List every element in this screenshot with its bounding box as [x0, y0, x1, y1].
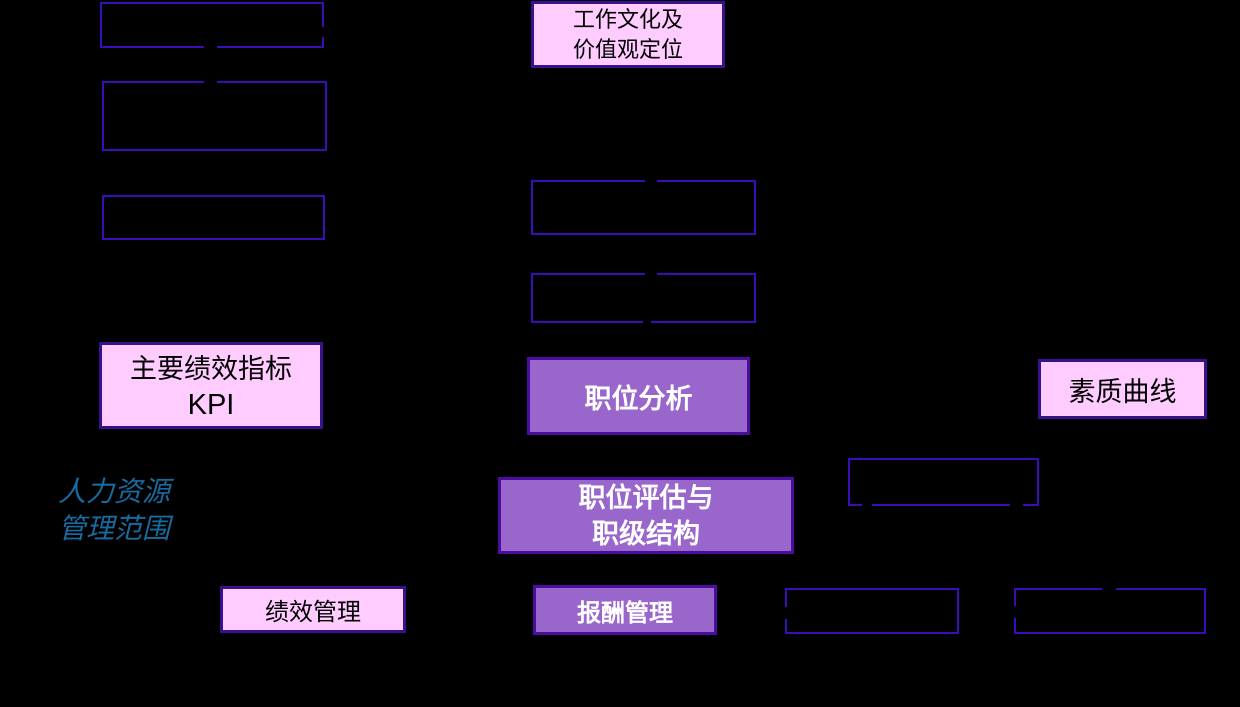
border-gap: [1102, 587, 1116, 592]
work-culture-line2: 价值观定位: [572, 36, 683, 62]
kpi-line2: KPI: [187, 388, 235, 421]
empty-box-right: [848, 458, 1039, 507]
hr-scope-line2: 管理范围: [58, 514, 171, 545]
empty-box-lower-left: [102, 195, 325, 240]
border-gap: [862, 502, 872, 507]
hr-scope-label: 人力资源 管理范围: [58, 474, 170, 548]
job-analysis-label: 职位分析: [584, 383, 693, 414]
work-culture-line1: 工作文化及: [572, 6, 683, 32]
border-gap: [645, 272, 657, 277]
border-gap: [643, 319, 651, 324]
work-culture-box: 工作文化及 价值观定位: [531, 1, 725, 68]
quality-curve-label: 素质曲线: [1068, 376, 1177, 407]
performance-management-box: 绩效管理: [220, 586, 406, 633]
border-gap: [204, 80, 217, 85]
border-gap: [320, 27, 325, 37]
compensation-management-box: 报酬管理: [533, 585, 717, 635]
empty-box-bottom-1: [784, 588, 959, 634]
border-gap: [204, 44, 217, 49]
empty-box-top-left: [100, 2, 325, 49]
empty-box-bottom-2: [1013, 587, 1206, 634]
border-gap: [645, 179, 657, 184]
hr-scope-line1: 人力资源: [58, 477, 171, 508]
job-evaluation-box: 职位评估与 职级结构: [498, 477, 794, 554]
compensation-label: 报酬管理: [577, 599, 673, 627]
border-gap: [784, 607, 789, 619]
empty-box-mid-left: [102, 80, 327, 151]
empty-box-mid-2: [531, 272, 756, 324]
border-gap: [1013, 606, 1018, 618]
job-analysis-box: 职位分析: [527, 357, 750, 435]
job-evaluation-line1: 职位评估与: [578, 482, 714, 513]
kpi-box: 主要绩效指标 KPI: [99, 342, 323, 429]
border-gap: [1010, 502, 1023, 507]
job-evaluation-line2: 职级结构: [592, 518, 700, 549]
quality-curve-box: 素质曲线: [1038, 359, 1207, 419]
performance-label: 绩效管理: [265, 600, 361, 626]
kpi-line1: 主要绩效指标: [130, 353, 292, 384]
empty-box-mid-1: [531, 179, 756, 235]
